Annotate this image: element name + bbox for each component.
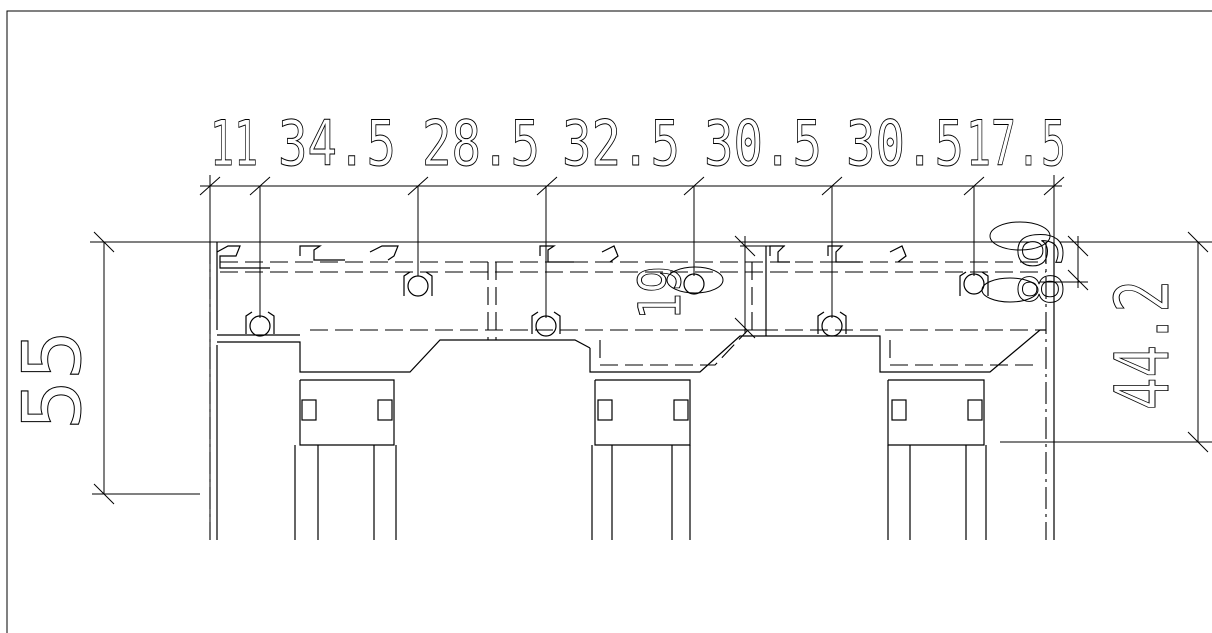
dim-label-1: 11 <box>210 107 258 180</box>
dim-label-3: 28.5 <box>422 107 540 180</box>
dim-label-6: 30.5 <box>846 107 964 180</box>
center-dim-label: 19 <box>626 266 694 320</box>
dim-label-7: 17.5 <box>966 107 1066 180</box>
small-right-dimension: 9 8 <box>1007 230 1089 307</box>
top-dimension-line <box>199 175 1065 540</box>
dim-label-4: 32.5 <box>562 107 680 180</box>
right-height-label: 44.2 <box>1100 280 1186 410</box>
right-height-dimension: 44.2 <box>1000 231 1212 453</box>
cassette-middle <box>591 379 691 540</box>
profile-outline <box>209 221 1055 540</box>
cassette-right <box>887 379 987 540</box>
left-height-label: 55 <box>6 330 99 430</box>
dim-label-2: 34.5 <box>278 107 396 180</box>
drawing-frame <box>6 10 1212 633</box>
cassette-left <box>294 379 397 540</box>
left-height-dimension: 55 <box>6 231 1030 505</box>
top-dimension-labels: 11 34.5 28.5 32.5 30.5 30.5 17.5 <box>210 107 1067 181</box>
center-dimension: 19 <box>626 235 785 339</box>
small-right-label-b: 8 <box>1007 272 1077 306</box>
dim-label-5: 30.5 <box>704 107 822 180</box>
